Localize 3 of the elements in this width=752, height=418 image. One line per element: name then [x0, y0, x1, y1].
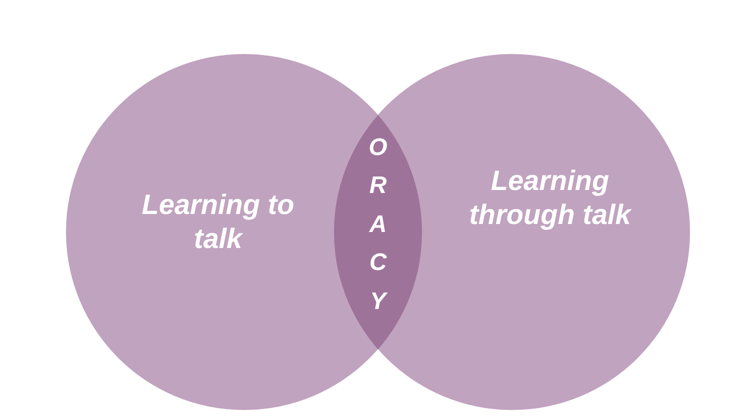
vertical-label: ORACY: [368, 132, 389, 317]
circle-label: Learning to talk: [140, 188, 296, 256]
circle-label: Learning through talk: [468, 164, 633, 232]
